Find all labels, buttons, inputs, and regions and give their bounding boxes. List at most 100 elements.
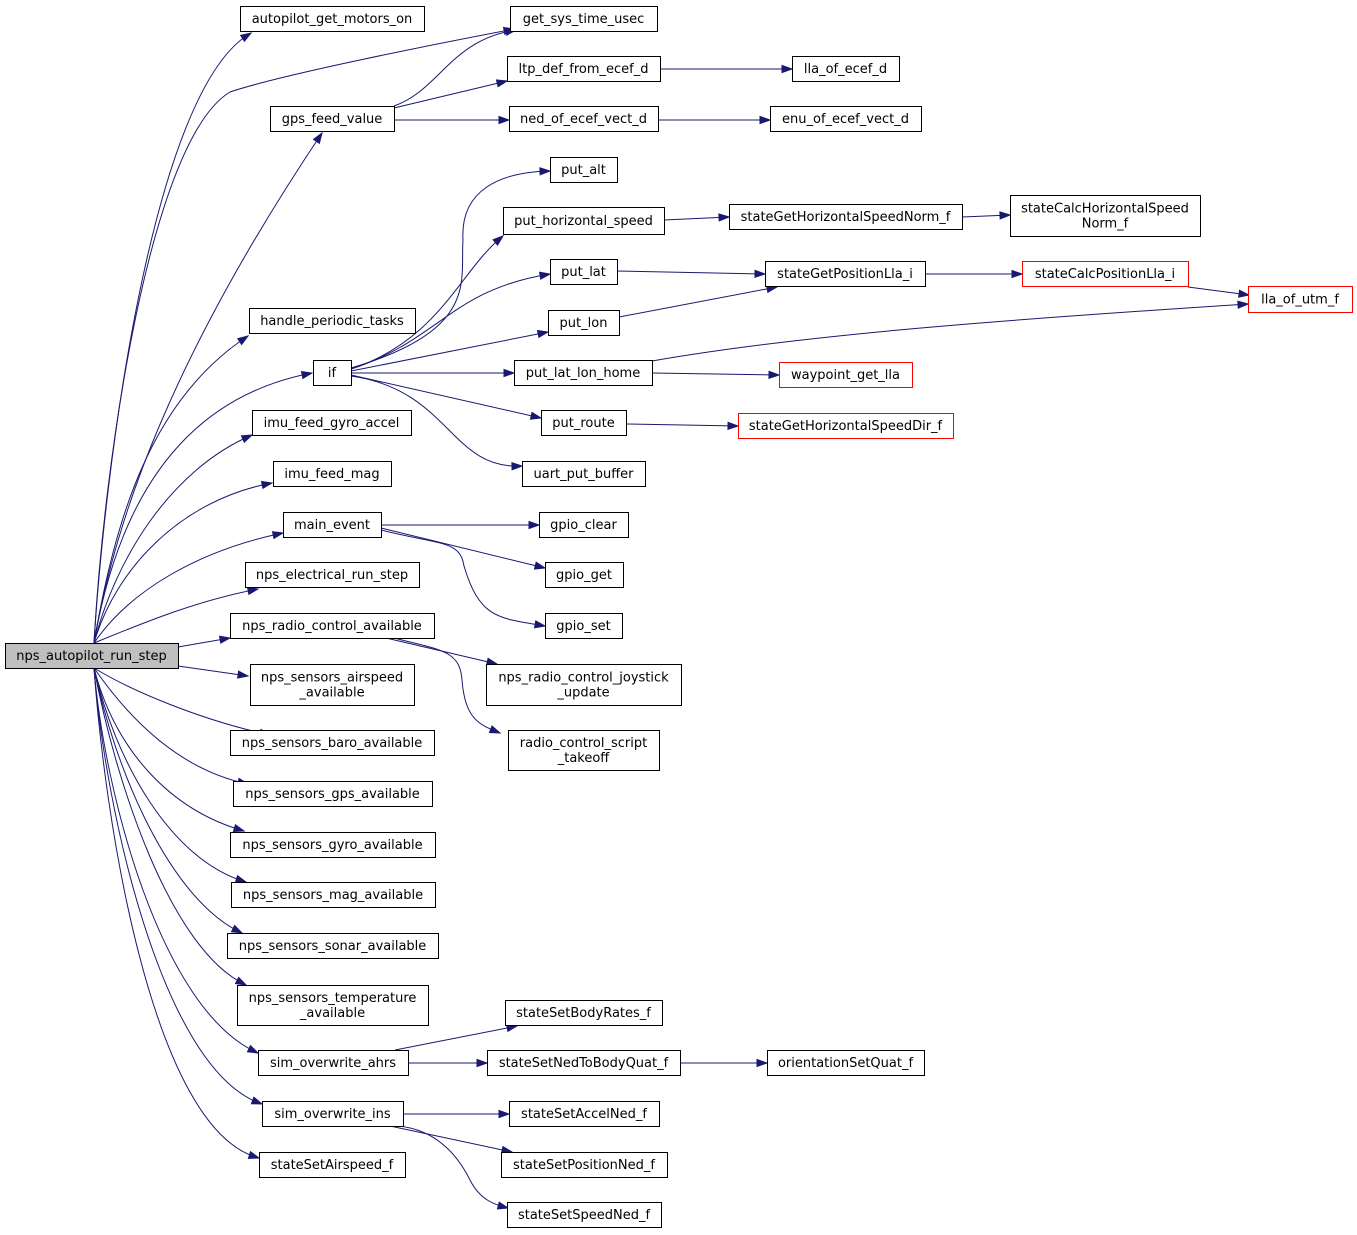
node-nps_sensors_mag_available[interactable]: nps_sensors_mag_available — [231, 882, 436, 908]
node-box — [503, 207, 665, 235]
edge-nps_autopilot_run_step-to-imu_feed_mag — [93, 482, 273, 644]
node-get_sys_time_usec[interactable]: get_sys_time_usec — [510, 6, 658, 32]
node-box — [539, 512, 629, 538]
node-put_horizontal_speed[interactable]: put_horizontal_speed — [503, 207, 665, 235]
node-uart_put_buffer[interactable]: uart_put_buffer — [522, 461, 646, 487]
node-put_route[interactable]: put_route — [541, 410, 627, 436]
node-put_lon[interactable]: put_lon — [548, 310, 620, 336]
node-stateGetPositionLla_i[interactable]: stateGetPositionLla_i — [765, 261, 926, 287]
node-box — [507, 56, 661, 82]
node-label: put_alt — [561, 163, 606, 178]
node-label: nps_radio_control_joystick — [498, 671, 669, 686]
node-label: _update — [556, 686, 609, 701]
node-put_alt[interactable]: put_alt — [550, 157, 618, 183]
node-nps_sensors_baro_available[interactable]: nps_sensors_baro_available — [230, 730, 435, 756]
node-box — [505, 1000, 663, 1026]
node-label: _available — [298, 686, 364, 701]
node-box — [508, 730, 660, 771]
node-stateSetNedToBodyQuat_f[interactable]: stateSetNedToBodyQuat_f — [487, 1050, 681, 1076]
arrowhead-sim_overwrite_ins-to-stateSetAccelNed_f — [498, 1109, 511, 1119]
node-box — [548, 310, 620, 336]
node-gps_feed_value[interactable]: gps_feed_value — [270, 106, 395, 132]
node-lla_of_utm_f[interactable]: lla_of_utm_f — [1248, 286, 1353, 313]
node-stateGetHorizontalSpeedNorm_f[interactable]: stateGetHorizontalSpeedNorm_f — [729, 204, 963, 230]
node-nps_sensors_gps_available[interactable]: nps_sensors_gps_available — [233, 781, 433, 807]
node-put_lat[interactable]: put_lat — [550, 259, 618, 285]
node-nps_radio_control_available[interactable]: nps_radio_control_available — [230, 613, 435, 639]
node-box — [765, 261, 926, 287]
arrowhead-nps_autopilot_run_step-to-nps_sensors_mag_available — [234, 874, 248, 883]
node-gpio_clear[interactable]: gpio_clear — [539, 512, 629, 538]
node-if[interactable]: if — [313, 360, 352, 386]
node-stateSetAirspeed_f[interactable]: stateSetAirspeed_f — [259, 1152, 406, 1178]
node-label: uart_put_buffer — [533, 467, 634, 482]
node-box — [541, 410, 627, 436]
node-box — [487, 1050, 681, 1076]
node-box — [550, 259, 618, 285]
node-radio_control_script_takeoff[interactable]: radio_control_script_takeoff — [508, 730, 660, 771]
node-orientationSetQuat_f[interactable]: orientationSetQuat_f — [767, 1050, 925, 1076]
arrowhead-nps_autopilot_run_step-to-if — [300, 370, 314, 380]
node-nps_autopilot_run_step[interactable]: nps_autopilot_run_step — [5, 643, 179, 669]
node-label: gpio_clear — [550, 518, 617, 533]
node-box — [233, 781, 433, 807]
node-box — [507, 1202, 662, 1228]
arrowhead-nps_autopilot_run_step-to-imu_feed_gyro_accel — [240, 434, 254, 444]
arrowhead-nps_autopilot_run_step-to-sim_overwrite_ins — [250, 1096, 264, 1105]
node-label: stateGetHorizontalSpeedDir_f — [749, 419, 943, 434]
node-ned_of_ecef_vect_d[interactable]: ned_of_ecef_vect_d — [509, 106, 659, 132]
node-box — [779, 362, 913, 388]
node-nps_sensors_airspeed_available[interactable]: nps_sensors_airspeed_available — [250, 664, 415, 706]
node-box — [259, 1152, 406, 1178]
edge-sim_overwrite_ins-to-stateSetPositionNed_f — [389, 1125, 513, 1153]
node-imu_feed_gyro_accel[interactable]: imu_feed_gyro_accel — [252, 410, 412, 436]
node-label: gps_feed_value — [282, 112, 383, 127]
node-gpio_get[interactable]: gpio_get — [545, 562, 624, 588]
arrowhead-nps_autopilot_run_step-to-autopilot_get_motors_on — [239, 32, 253, 43]
node-box — [509, 1101, 660, 1127]
node-imu_feed_mag[interactable]: imu_feed_mag — [273, 461, 392, 487]
edge-if-to-put_lon — [350, 331, 549, 372]
edge-if-to-put_horizontal_speed — [350, 235, 504, 370]
node-nps_sensors_sonar_available[interactable]: nps_sensors_sonar_available — [227, 933, 439, 959]
arrowhead-put_lat_lon_home-to-waypoint_get_lla — [768, 370, 781, 380]
arrowhead-if-to-put_alt — [539, 167, 552, 176]
node-nps_radio_control_joystick_update[interactable]: nps_radio_control_joystick_update — [486, 664, 682, 706]
node-stateCalcPositionLla_i[interactable]: stateCalcPositionLla_i — [1022, 261, 1189, 287]
arrowhead-put_lat_lon_home-to-lla_of_utm_f — [1237, 300, 1250, 309]
node-enu_of_ecef_vect_d[interactable]: enu_of_ecef_vect_d — [770, 106, 922, 132]
node-sim_overwrite_ins[interactable]: sim_overwrite_ins — [262, 1101, 404, 1127]
node-stateSetBodyRates_f[interactable]: stateSetBodyRates_f — [505, 1000, 663, 1026]
node-gpio_set[interactable]: gpio_set — [545, 613, 623, 639]
arrowhead-nps_autopilot_run_step-to-gps_feed_value — [312, 131, 323, 145]
arrowhead-main_event-to-gpio_clear — [528, 520, 541, 530]
node-stateSetPositionNed_f[interactable]: stateSetPositionNed_f — [501, 1152, 668, 1178]
node-put_lat_lon_home[interactable]: put_lat_lon_home — [514, 360, 653, 386]
node-nps_sensors_temperature_available[interactable]: nps_sensors_temperature_available — [237, 985, 429, 1026]
node-waypoint_get_lla[interactable]: waypoint_get_lla — [779, 362, 913, 388]
node-handle_periodic_tasks[interactable]: handle_periodic_tasks — [249, 308, 416, 334]
node-label: get_sys_time_usec — [523, 12, 645, 27]
node-box — [231, 882, 436, 908]
node-box — [245, 562, 420, 588]
node-box — [313, 360, 352, 386]
node-nps_electrical_run_step[interactable]: nps_electrical_run_step — [245, 562, 420, 588]
node-box — [767, 1050, 925, 1076]
arrowhead-nps_radio_control_available-to-radio_control_script_takeoff — [488, 725, 502, 734]
arrowhead-if-to-put_lat_lon_home — [503, 368, 516, 378]
edge-gps_feed_value-to-ltp_def_from_ecef_d — [393, 80, 508, 109]
edge-sim_overwrite_ins-to-stateSetSpeedNed_f — [397, 1125, 509, 1209]
node-label: Norm_f — [1082, 217, 1129, 232]
node-ltp_def_from_ecef_d[interactable]: ltp_def_from_ecef_d — [507, 56, 661, 82]
node-stateSetSpeedNed_f[interactable]: stateSetSpeedNed_f — [507, 1202, 662, 1228]
node-nps_sensors_gyro_available[interactable]: nps_sensors_gyro_available — [230, 832, 436, 858]
node-stateGetHorizontalSpeedDir_f[interactable]: stateGetHorizontalSpeedDir_f — [738, 413, 954, 439]
node-stateSetAccelNed_f[interactable]: stateSetAccelNed_f — [509, 1101, 660, 1127]
node-sim_overwrite_ahrs[interactable]: sim_overwrite_ahrs — [258, 1050, 409, 1076]
node-label: nps_sensors_airspeed — [261, 671, 403, 686]
node-autopilot_get_motors_on[interactable]: autopilot_get_motors_on — [240, 6, 425, 32]
node-main_event[interactable]: main_event — [283, 512, 382, 538]
node-lla_of_ecef_d[interactable]: lla_of_ecef_d — [792, 56, 900, 82]
